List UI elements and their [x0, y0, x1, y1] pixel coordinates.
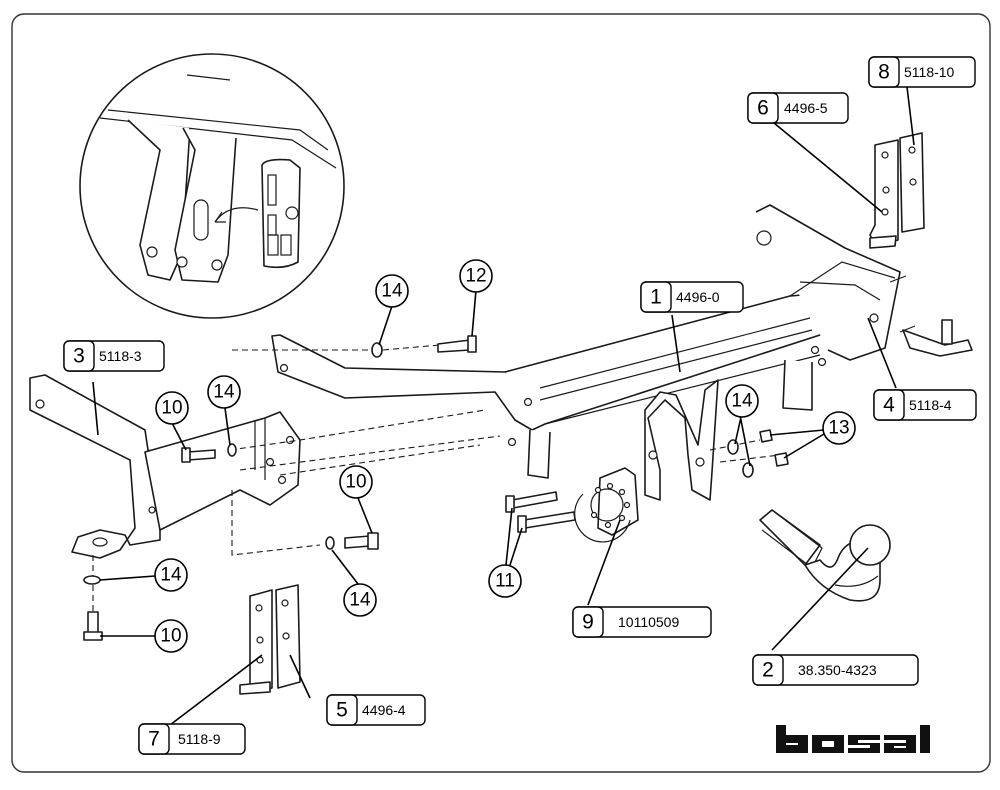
part-code: 38.350-4323 — [798, 662, 877, 678]
part-label-9: 9 10110509 — [572, 606, 712, 638]
part-code: 4496-5 — [784, 100, 828, 116]
part-code: 5118-3 — [99, 348, 142, 364]
part-label-7: 7 5118-9 — [138, 723, 246, 755]
washer-icon — [727, 439, 739, 455]
nut-icon — [774, 452, 789, 467]
svg-text:14: 14 — [160, 565, 182, 586]
callout-10: 10 — [154, 619, 188, 653]
part-code: 5118-10 — [904, 64, 955, 80]
part-label-2: 2 38.350-4323 — [752, 654, 919, 686]
part-label-3: 3 5118-3 — [63, 340, 165, 372]
part-number: 9 — [582, 611, 594, 634]
part-number: 7 — [148, 728, 160, 751]
callout-11: 11 — [488, 564, 522, 598]
callout-13: 13 — [822, 411, 856, 445]
washer-icon — [371, 342, 383, 358]
svg-text:12: 12 — [465, 266, 486, 287]
svg-text:14: 14 — [381, 281, 403, 302]
part-code: 4496-0 — [676, 289, 720, 305]
washer-icon — [325, 536, 335, 550]
nut-icon — [759, 429, 773, 443]
washer-icon — [742, 462, 754, 478]
svg-text:10: 10 — [161, 398, 182, 419]
callout-14: 14 — [207, 375, 241, 409]
part-code: 10110509 — [618, 614, 679, 630]
svg-text:14: 14 — [213, 382, 235, 403]
part-number: 8 — [878, 61, 890, 84]
svg-text:14: 14 — [349, 590, 371, 611]
callout-12: 12 — [459, 259, 493, 293]
washer-icon — [227, 443, 237, 457]
part-label-5: 5 4496-4 — [326, 694, 426, 726]
callout-14: 14 — [154, 558, 188, 592]
main-crossbeam — [271, 204, 973, 479]
part-code: 5118-4 — [909, 397, 952, 413]
svg-text:10: 10 — [345, 472, 366, 493]
socket-plate — [574, 467, 639, 543]
callout-14: 14 — [375, 274, 409, 308]
svg-text:13: 13 — [828, 418, 849, 439]
part-label-1: 1 4496-0 — [640, 281, 744, 313]
callout-10: 10 — [155, 391, 189, 425]
washer-icon — [83, 575, 101, 585]
callout-14: 14 — [725, 384, 759, 418]
part-label-4: 4 5118-4 — [873, 389, 977, 421]
callout-14: 14 — [343, 583, 377, 617]
part-code: 4496-4 — [362, 702, 406, 718]
left-plate-bracket — [144, 411, 301, 531]
bolt-icon — [344, 535, 371, 549]
bolt-icon — [187, 449, 216, 461]
part-number: 4 — [883, 394, 895, 417]
bolt-icon — [87, 611, 99, 635]
bosal-logo: bosal — [774, 720, 952, 758]
part-number: 2 — [762, 659, 774, 682]
leader-lines — [92, 86, 915, 726]
svg-text:14: 14 — [731, 391, 753, 412]
part-number: 3 — [73, 345, 85, 368]
detail-inset — [79, 53, 345, 319]
part-number: 1 — [650, 286, 662, 309]
part-number: 5 — [336, 699, 348, 722]
part-number: 6 — [757, 97, 769, 120]
part-label-6: 6 4496-5 — [747, 92, 849, 124]
callout-10: 10 — [339, 465, 373, 499]
svg-text:11: 11 — [495, 571, 515, 592]
center-bracket — [644, 379, 719, 501]
part-code: 5118-9 — [178, 731, 221, 747]
brackets-6-8 — [869, 132, 925, 249]
part-label-8: 8 5118-10 — [868, 56, 976, 88]
svg-text:10: 10 — [160, 626, 181, 647]
